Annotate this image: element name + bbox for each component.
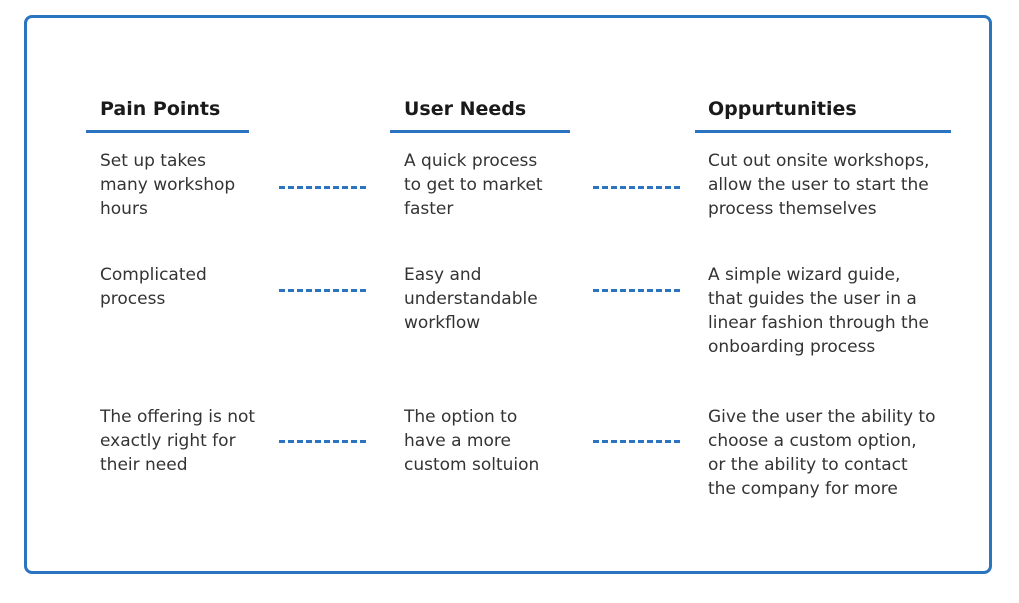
cell-line: that guides the user in a: [708, 289, 917, 309]
cell-line: process themselves: [708, 199, 877, 219]
cell-line: their need: [100, 455, 188, 475]
user-needs-underline: [390, 130, 570, 133]
cell-line: Complicated: [100, 265, 207, 285]
pain-point-cell: Complicated process: [100, 263, 207, 311]
cell-line: understandable: [404, 289, 538, 309]
opportunity-cell: Cut out onsite workshops, allow the user…: [708, 149, 929, 221]
cell-line: custom soltuion: [404, 455, 540, 475]
cell-line: The offering is not: [100, 407, 256, 427]
cell-line: to get to market: [404, 175, 543, 195]
dashed-connector: [279, 440, 366, 443]
cell-line: onboarding process: [708, 337, 876, 357]
dashed-connector: [593, 289, 680, 292]
cell-line: Set up takes: [100, 151, 206, 171]
cell-line: many workshop: [100, 175, 236, 195]
opportunity-cell: A simple wizard guide, that guides the u…: [708, 263, 929, 359]
cell-line: have a more: [404, 431, 511, 451]
pain-points-underline: [86, 130, 249, 133]
cell-line: faster: [404, 199, 454, 219]
dashed-connector: [279, 186, 366, 189]
cell-line: exactly right for: [100, 431, 236, 451]
user-need-cell: A quick process to get to market faster: [404, 149, 543, 221]
user-need-cell: The option to have a more custom soltuio…: [404, 405, 539, 477]
cell-line: The option to: [404, 407, 518, 427]
opportunity-cell: Give the user the ability to choose a cu…: [708, 405, 935, 501]
cell-line: A simple wizard guide,: [708, 265, 901, 285]
dashed-connector: [593, 186, 680, 189]
opportunities-header: Oppurtunities: [708, 98, 857, 120]
cell-line: Cut out onsite workshops,: [708, 151, 930, 171]
dashed-connector: [593, 440, 680, 443]
pain-points-header: Pain Points: [100, 98, 221, 120]
dashed-connector: [279, 289, 366, 292]
cell-line: or the ability to contact: [708, 455, 908, 475]
cell-line: workflow: [404, 313, 481, 333]
pain-point-cell: Set up takes many workshop hours: [100, 149, 235, 221]
cell-line: allow the user to start the: [708, 175, 929, 195]
user-needs-header: User Needs: [404, 98, 527, 120]
cell-line: Easy and: [404, 265, 482, 285]
cell-line: the company for more: [708, 479, 898, 499]
diagram-frame: [24, 15, 992, 574]
cell-line: choose a custom option,: [708, 431, 917, 451]
opportunities-underline: [695, 130, 951, 133]
cell-line: Give the user the ability to: [708, 407, 936, 427]
cell-line: hours: [100, 199, 148, 219]
cell-line: linear fashion through the: [708, 313, 929, 333]
pain-point-cell: The offering is not exactly right for th…: [100, 405, 255, 477]
cell-line: process: [100, 289, 166, 309]
user-need-cell: Easy and understandable workflow: [404, 263, 538, 335]
cell-line: A quick process: [404, 151, 538, 171]
